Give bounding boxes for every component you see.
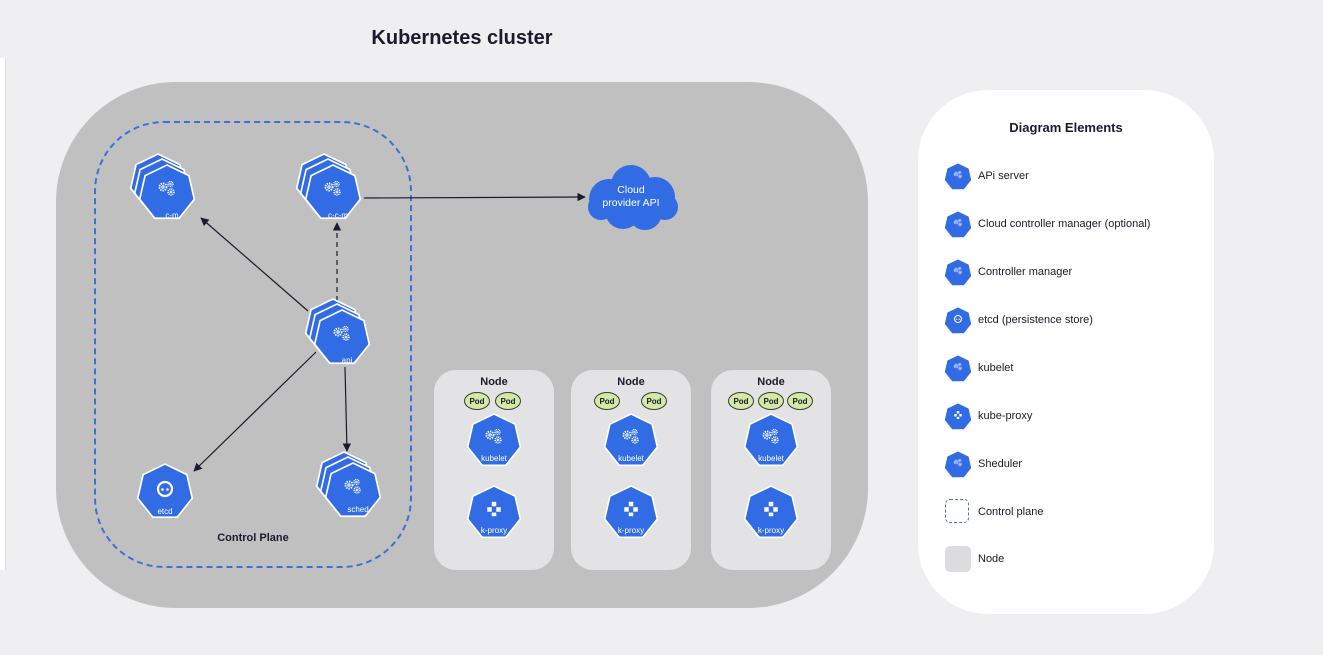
legend-label: Controller manager: [978, 266, 1073, 278]
legend-label: Control plane: [978, 506, 1044, 518]
etcd-icon: [944, 306, 972, 336]
sched-label: sched: [347, 505, 369, 514]
kubelet-icon: kubelet: [604, 414, 658, 468]
controller-manager-icon: c-m: [135, 155, 197, 227]
edge-c-c-m-to-cloud: [363, 192, 586, 202]
node-title: Node: [480, 376, 508, 388]
node-2: Node Pod Pod kubelet k-proxy: [571, 370, 691, 570]
scheduler-icon: [944, 450, 972, 480]
control-plane-box: [94, 121, 412, 568]
kubelet-icon: kubelet: [744, 414, 798, 468]
pod: Pod: [728, 392, 754, 410]
cloud-controller-manager-icon: c-c-m: [301, 155, 363, 227]
node-title: Node: [617, 376, 645, 388]
cloud-provider-label: Cloud provider API: [602, 184, 660, 209]
k-proxy-label: k-proxy: [617, 526, 645, 535]
k-proxy-label: k-proxy: [757, 526, 785, 535]
pod: Pod: [758, 392, 784, 410]
legend-item-kubelet: kubelet: [944, 354, 1204, 384]
node-swatch-icon: [944, 545, 972, 575]
api-server-icon: api: [310, 300, 372, 372]
kube-proxy-icon: [944, 402, 972, 432]
legend-label: kubelet: [978, 362, 1014, 374]
pod: Pod: [641, 392, 667, 410]
c-m-label: c-m: [165, 211, 179, 220]
kubelet-label: kubelet: [758, 454, 784, 463]
left-panel-edge: [0, 58, 6, 570]
legend-item-etcd: etcd (persistence store): [944, 306, 1204, 336]
legend-label: Cloud controller manager (optional): [978, 218, 1151, 230]
pod: Pod: [787, 392, 813, 410]
legend-label: APi server: [978, 170, 1029, 182]
kube-proxy-icon: k-proxy: [467, 486, 521, 540]
edge-api-to-c-m: [200, 217, 309, 312]
c-c-m-label: c-c-m: [328, 211, 348, 220]
legend-panel: Diagram Elements APi server Cloud contro…: [918, 90, 1214, 614]
kubelet-icon: kubelet: [467, 414, 521, 468]
etcd-label: etcd: [157, 507, 173, 516]
kube-proxy-icon: k-proxy: [604, 486, 658, 540]
pod: Pod: [495, 392, 521, 410]
kubelet-icon: [944, 354, 972, 384]
pod: Pod: [464, 392, 490, 410]
legend-item-scheduler: Sheduler: [944, 450, 1204, 480]
scheduler-icon: sched: [321, 453, 383, 525]
legend-title: Diagram Elements: [1009, 120, 1123, 135]
diagram-title: Kubernetes cluster: [371, 27, 553, 49]
node-title: Node: [757, 376, 785, 388]
edge-api-to-etcd: [193, 351, 317, 472]
api-label: api: [341, 356, 353, 365]
pod: Pod: [594, 392, 620, 410]
legend-item-kube-proxy: kube-proxy: [944, 402, 1204, 432]
etcd-icon: etcd: [136, 463, 194, 521]
legend-label: Node: [978, 553, 1005, 565]
legend-item-api-server: APi server: [944, 162, 1204, 192]
legend-label: kube-proxy: [978, 410, 1033, 422]
k-proxy-label: k-proxy: [480, 526, 508, 535]
control-plane-swatch-icon: [944, 498, 972, 528]
api-server-icon: [944, 162, 972, 192]
control-plane-label: Control Plane: [217, 532, 289, 544]
legend-label: etcd (persistence store): [978, 314, 1093, 326]
cloud-provider-icon: [588, 165, 678, 230]
controller-manager-icon: [944, 258, 972, 288]
kube-proxy-icon: k-proxy: [744, 486, 798, 540]
legend-item-node: Node: [944, 545, 1204, 575]
kubelet-label: kubelet: [481, 454, 507, 463]
legend-item-cloud-controller-manager: Cloud controller manager (optional): [944, 210, 1204, 240]
node-1: Node Pod Pod kubelet k-proxy: [434, 370, 554, 570]
legend-label: Sheduler: [978, 458, 1023, 470]
legend-item-controller-manager: Controller manager: [944, 258, 1204, 288]
kubelet-label: kubelet: [618, 454, 644, 463]
node-3: Node Pod Pod Pod kubelet k-proxy: [711, 370, 831, 570]
cloud-controller-manager-icon: [944, 210, 972, 240]
legend-item-control-plane: Control plane: [944, 498, 1204, 528]
edge-api-to-sched: [342, 366, 352, 452]
